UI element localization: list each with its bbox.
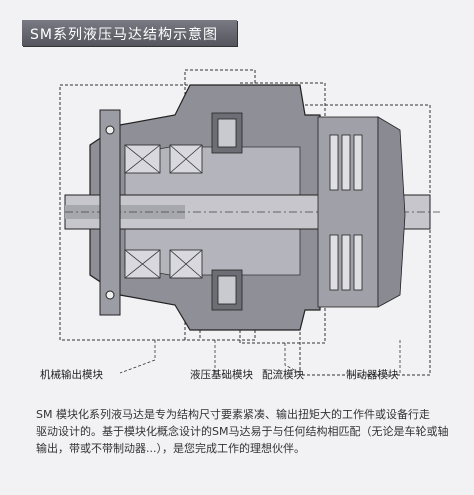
- description-line-3: 输出，带或不带制动器...），是您完成工作的理想伙伴。: [36, 442, 305, 455]
- description-line-1: SM 模块化系列液马达是专为结构尺寸要素紧凑、输出扭矩大的工作件或设备行走: [36, 408, 430, 421]
- bearings: [124, 144, 203, 279]
- label-flow-module: 配流模块: [262, 369, 304, 381]
- label-hydraulic-module: 液压基础模块: [190, 369, 253, 381]
- brake-discs: [317, 116, 406, 308]
- wheel-flange: [99, 109, 121, 316]
- description-line-2: 驱动设计的。基于模块化概念设计的SM马达易于与任何结构相匹配（无论是车轮或轴: [36, 425, 449, 438]
- title-bar: [22, 20, 237, 46]
- page-title: SM系列液压马达结构示意图: [30, 27, 218, 43]
- label-brake-module: 制动器模块: [346, 369, 399, 381]
- leader-lines: [119, 340, 401, 374]
- description: SM 模块化系列液马达是专为结构尺寸要素紧凑、输出扭矩大的工作件或设备行走 驱动…: [36, 406, 456, 457]
- pistons: [211, 112, 243, 311]
- label-output-module: 机械输出模块: [40, 369, 103, 381]
- motor-cross-section-diagram: [59, 69, 440, 376]
